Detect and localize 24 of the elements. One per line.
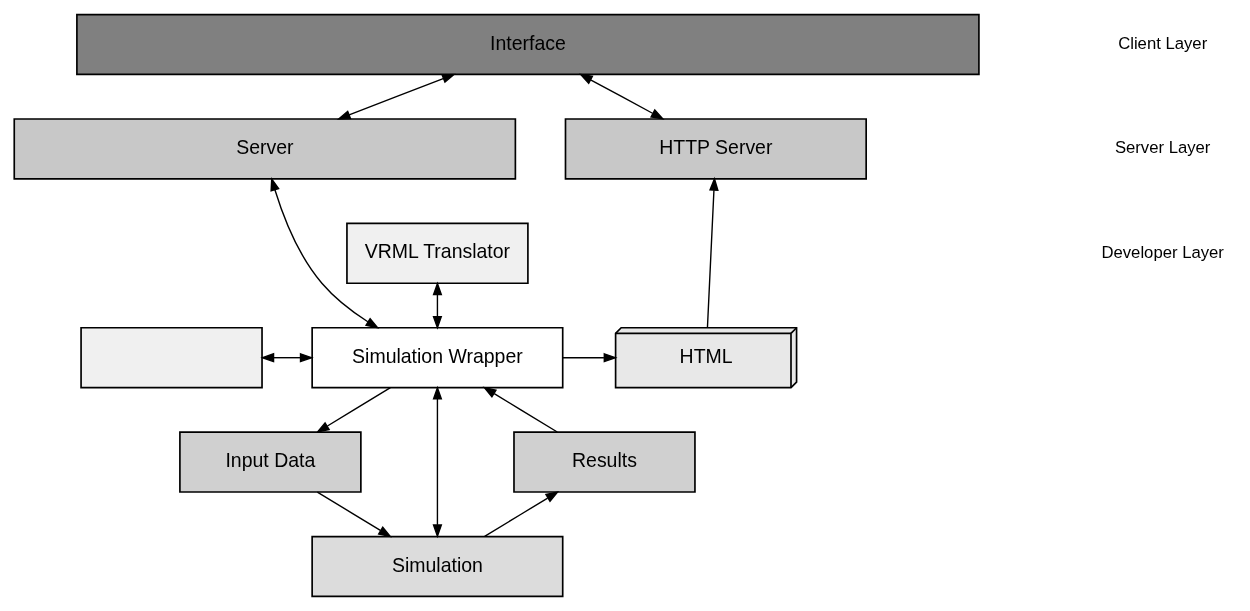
arrow bbox=[260, 352, 314, 363]
node-box: Input Data bbox=[179, 431, 362, 493]
node-box: Simulation bbox=[311, 535, 564, 598]
label: Client Layer bbox=[1118, 33, 1208, 53]
arrow bbox=[336, 73, 456, 120]
node-box: Server bbox=[13, 118, 517, 180]
arrow bbox=[316, 491, 392, 538]
arrow bbox=[315, 386, 392, 434]
node-box: VRML Translator bbox=[346, 222, 529, 285]
node-box: Interface bbox=[76, 13, 980, 76]
node-box: HTTP Server bbox=[564, 118, 867, 180]
arrow bbox=[483, 490, 560, 538]
node-box: Results bbox=[513, 431, 696, 493]
arrow bbox=[482, 386, 558, 433]
arrow bbox=[706, 176, 719, 328]
arrow bbox=[270, 176, 380, 329]
arrow bbox=[562, 352, 618, 363]
arrow bbox=[432, 385, 443, 539]
node-box bbox=[80, 326, 263, 389]
node-box: Simulation Wrapper bbox=[311, 326, 564, 389]
label: Developer Layer bbox=[1101, 242, 1224, 262]
arrow bbox=[432, 281, 443, 330]
label: Server Layer bbox=[1114, 138, 1211, 158]
arrow bbox=[578, 73, 665, 120]
